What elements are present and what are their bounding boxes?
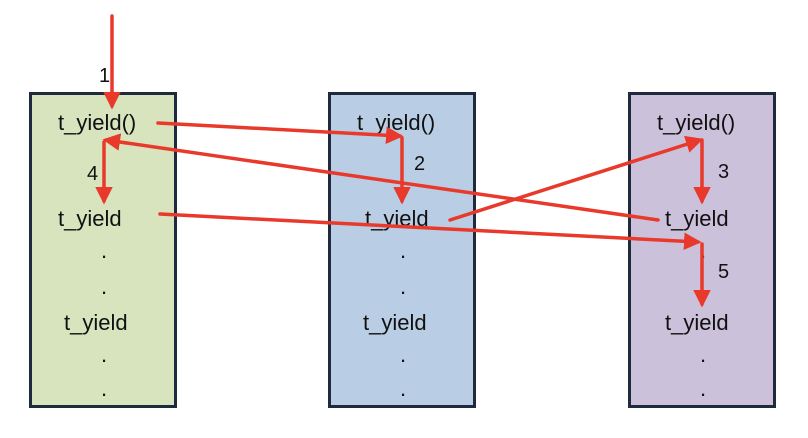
arrow-c-to-a	[102, 133, 660, 222]
thread-c-ellipsis-3: .	[700, 342, 707, 367]
thread-c-yield-1: t_yield	[665, 206, 729, 231]
arrow-b-to-c	[448, 135, 704, 222]
thread-c-ellipsis-4: .	[700, 376, 707, 401]
arrow-a-to-b	[156, 121, 404, 144]
thread-b-ellipsis-2: .	[400, 274, 407, 299]
step-4-label: 4	[87, 163, 99, 185]
thread-a-yield-2: t_yield	[64, 310, 128, 335]
thread-a-ellipsis-2: .	[101, 274, 108, 299]
thread-b-yield-call: t_yield()	[357, 110, 436, 135]
thread-a-ellipsis-3: .	[101, 342, 108, 367]
thread-b-ellipsis-4: .	[400, 376, 407, 401]
thread-b-ellipsis-3: .	[400, 342, 407, 367]
thread-a-ellipsis-1: .	[101, 238, 108, 263]
thread-a-ellipsis-4: .	[101, 376, 108, 401]
thread-c-yield-2: t_yield	[665, 310, 729, 335]
step-2-label: 2	[414, 153, 426, 175]
thread-b-ellipsis-1: .	[400, 238, 407, 263]
step-1-label: 1	[99, 65, 111, 87]
arrow-a-to-c	[158, 212, 702, 251]
thread-a-yield-1: t_yield	[58, 206, 122, 231]
thread-c-yield-call: t_yield()	[657, 110, 736, 135]
step-5-label: 5	[718, 261, 730, 283]
step-3-label: 3	[718, 161, 730, 183]
thread-a-yield-call: t_yield()	[58, 110, 137, 135]
thread-b-yield-2: t_yield	[363, 310, 427, 335]
